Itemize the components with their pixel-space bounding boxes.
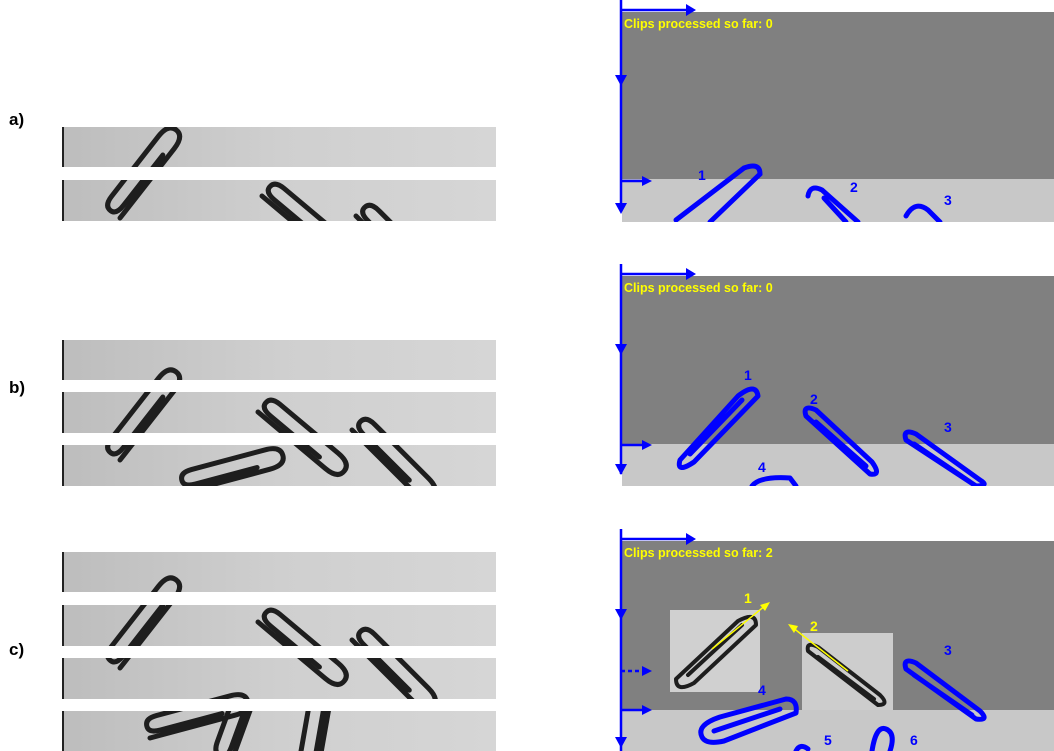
processing-panel-c: Clips processed so far: 2 1 2 3 4 5 6 xyxy=(610,529,1054,751)
detected-clip-2 xyxy=(802,405,879,477)
detected-clip-3 xyxy=(902,658,987,722)
clip-number-3: 3 xyxy=(944,642,952,658)
detected-clip-2 xyxy=(808,188,858,222)
detected-clip-3 xyxy=(902,429,987,486)
detected-clip-1 xyxy=(676,166,760,222)
clip-number-2: 2 xyxy=(810,391,818,407)
detected-clip-1 xyxy=(676,386,761,470)
strip-c-2 xyxy=(62,605,496,646)
row-label-b: b) xyxy=(9,378,26,397)
clips-counter: Clips processed so far: 2 xyxy=(624,546,773,560)
clip-number-2: 2 xyxy=(850,179,858,195)
scanned-strips-figure xyxy=(62,127,496,751)
strip-a-2 xyxy=(62,180,496,221)
belt-axis-arrows xyxy=(615,529,696,751)
clip-number-2: 2 xyxy=(810,618,818,634)
belt-axis-arrows xyxy=(615,264,696,475)
row-label-a: a) xyxy=(9,110,25,129)
clip-number-6: 6 xyxy=(910,732,918,748)
orientation-arrows xyxy=(711,602,849,672)
strip-c-1 xyxy=(62,552,496,592)
row-label-c: c) xyxy=(9,640,25,659)
clips-counter: Clips processed so far: 0 xyxy=(624,281,773,295)
clip-number-3: 3 xyxy=(944,419,952,435)
processing-panel-b: Clips processed so far: 0 1 2 3 4 xyxy=(610,264,1054,486)
clip-number-1: 1 xyxy=(698,167,706,183)
strip-b-1 xyxy=(62,340,496,380)
processing-panel-a: Clips processed so far: 0 1 2 3 xyxy=(610,0,1054,222)
clip-number-4: 4 xyxy=(758,459,766,475)
strip-c-3 xyxy=(62,658,496,699)
clip-number-1: 1 xyxy=(744,590,752,606)
detected-clip-5 xyxy=(793,743,811,751)
strip-c-4 xyxy=(62,711,496,751)
detected-clip-4 xyxy=(749,475,799,486)
belt-axis-arrows xyxy=(615,0,696,214)
clips-counter: Clips processed so far: 0 xyxy=(624,17,773,31)
strip-b-3 xyxy=(62,445,496,486)
clip-number-4: 4 xyxy=(758,682,766,698)
detected-clip-6 xyxy=(869,726,895,751)
clip-number-1: 1 xyxy=(744,367,752,383)
detected-clip-4 xyxy=(698,696,799,745)
detected-clip-3 xyxy=(906,206,940,222)
strip-a-1 xyxy=(62,127,496,167)
clip-number-3: 3 xyxy=(944,192,952,208)
clip-number-5: 5 xyxy=(824,732,832,748)
strip-b-2 xyxy=(62,392,496,433)
